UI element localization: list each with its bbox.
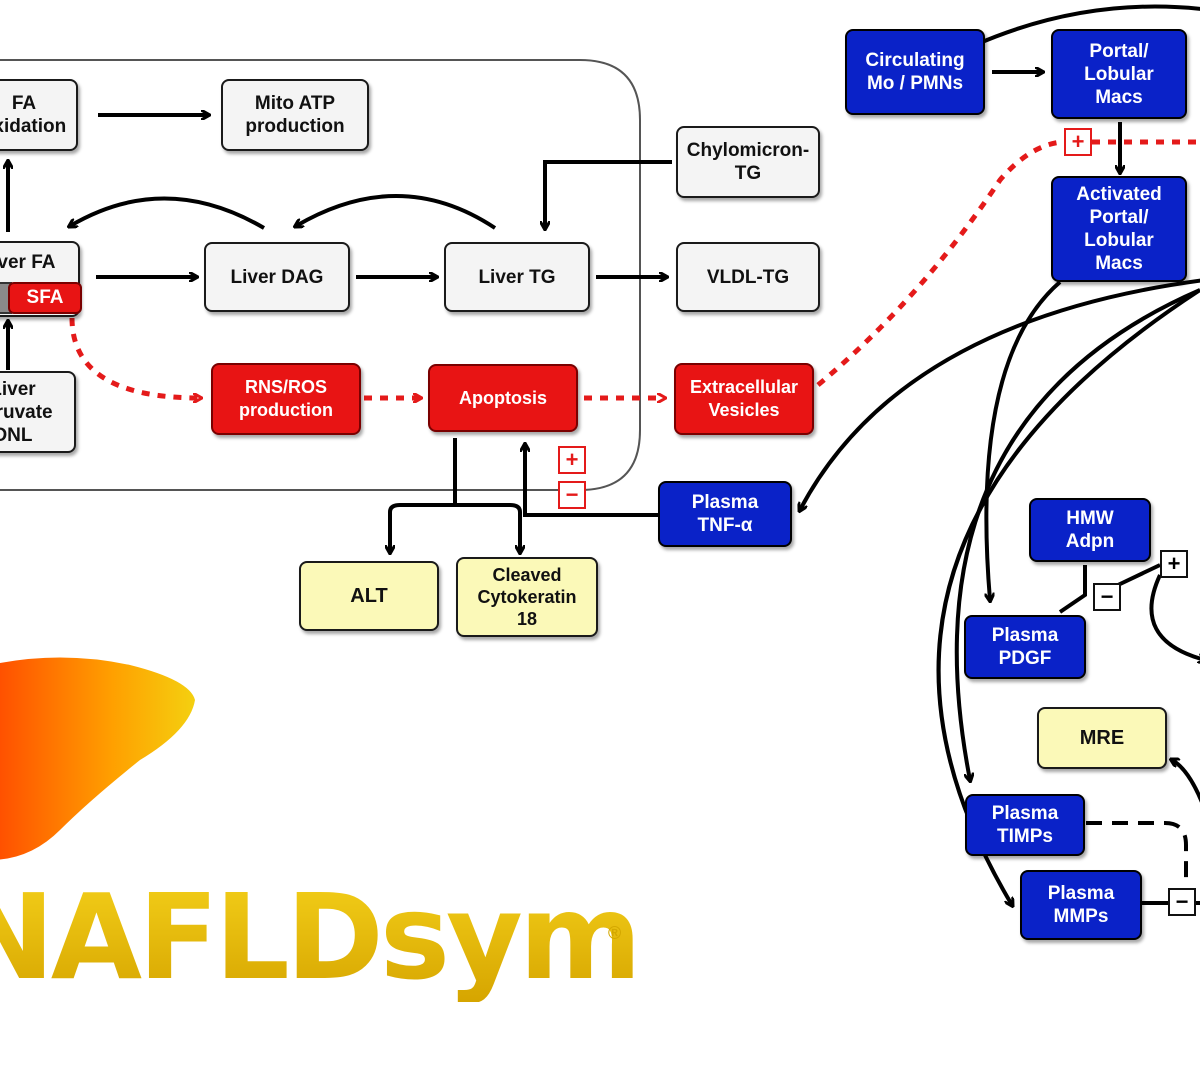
node-cleaved-ck18: Cleaved Cytokeratin 18 xyxy=(456,557,598,637)
node-plasma-timps: Plasma TIMPs xyxy=(965,794,1085,856)
arrow-apoptosis-split xyxy=(388,438,522,550)
node-activated-macs: Activated Portal/ Lobular Macs xyxy=(1051,176,1187,282)
node-fa-oxidation: FA oxidation xyxy=(0,79,78,151)
node-apoptosis: Apoptosis xyxy=(428,364,578,432)
nafldsym-logo-text: NAFLDsym xyxy=(0,872,642,1002)
plus-sign-tnf-apoptosis: + xyxy=(558,446,586,474)
node-vldl-tg: VLDL-TG xyxy=(676,242,820,312)
node-liver-dag: Liver DAG xyxy=(204,242,350,312)
line-pdgf-to-right xyxy=(1117,563,1161,587)
node-mito-atp: Mito ATP production xyxy=(221,79,369,151)
minus-sign-mmps: − xyxy=(1168,888,1196,916)
plus-sign-ev-macs: + xyxy=(1064,128,1092,156)
node-chylomicron-tg: Chylomicron- TG xyxy=(676,126,820,198)
plus-sign-adpn: + xyxy=(1160,550,1188,578)
arrow-plus-curve xyxy=(1149,574,1200,660)
arrow-right-to-mre xyxy=(1172,760,1200,803)
node-plasma-mmps: Plasma MMPs xyxy=(1020,870,1142,940)
node-rns-ros: RNS/ROS production xyxy=(211,363,361,435)
node-liver-pyruvate-dnl: Liver pyruvate DNL xyxy=(0,371,76,453)
node-liver-tg: Liver TG xyxy=(444,242,590,312)
arrow-chylo-to-tg xyxy=(545,160,672,228)
node-mre: MRE xyxy=(1037,707,1167,769)
line-adpn-to-pdgf xyxy=(1058,565,1087,614)
dashed-timps-to-mmps xyxy=(1086,821,1188,880)
arrow-dag-to-liver-fa xyxy=(70,196,266,230)
red-arrow-ev-to-plus xyxy=(816,139,1063,387)
node-portal-macs: Portal/ Lobular Macs xyxy=(1051,29,1187,119)
arrow-activated-to-pdgf xyxy=(984,280,1062,600)
arrow-tnf-to-apoptosis xyxy=(525,445,658,517)
node-circulating-mo: Circulating Mo / PMNs xyxy=(845,29,985,115)
node-extracellular-vesicles: Extracellular Vesicles xyxy=(674,363,814,435)
arrow-activated-to-timps xyxy=(954,288,1200,780)
arrow-activated-to-tnf xyxy=(800,278,1200,510)
minus-sign-adpn-pdgf: − xyxy=(1093,583,1121,611)
node-hmw-adpn: HMW Adpn xyxy=(1029,498,1151,562)
liver-logo-shape xyxy=(0,657,195,860)
node-plasma-pdgf: Plasma PDGF xyxy=(964,615,1086,679)
minus-sign-tnf-apoptosis: − xyxy=(558,481,586,509)
registered-mark: ® xyxy=(608,923,622,943)
arrow-circ-top-curve xyxy=(974,4,1200,47)
arrow-tg-to-dag xyxy=(296,194,497,230)
node-alt: ALT xyxy=(299,561,439,631)
node-sfa: SFA xyxy=(8,282,82,314)
node-plasma-tnf: Plasma TNF-α xyxy=(658,481,792,547)
arrow-activated-to-mmps xyxy=(936,288,1200,905)
red-arrow-sfa-to-rns xyxy=(69,317,200,398)
